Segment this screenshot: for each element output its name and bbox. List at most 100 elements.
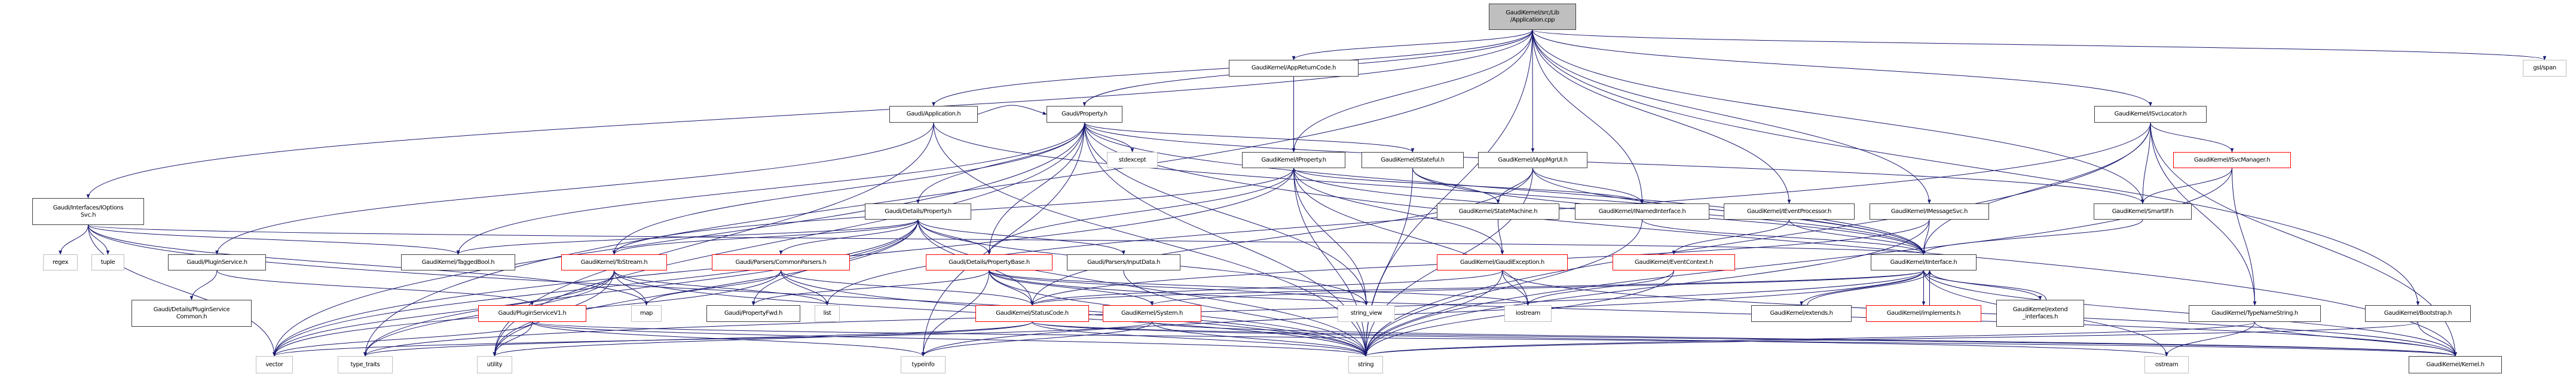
node-iproperty[interactable]: GaudiKernel/IProperty.h <box>1242 152 1345 168</box>
edge-isvcmanager-to-typenamestring <box>2232 168 2257 306</box>
edge-ioptionssvc-to-string <box>88 224 1367 357</box>
edge-system-to-typeinfo <box>921 321 1152 357</box>
node-eventcontext[interactable]: GaudiKernel/EventContext.h <box>1613 254 1735 270</box>
node-vector[interactable]: vector <box>256 356 293 373</box>
edge-root-to-smartif <box>1532 29 2144 204</box>
node-appreturncode[interactable]: GaudiKernel/AppReturnCode.h <box>1229 60 1359 77</box>
edge-root-to-isvclocator <box>1532 29 2152 107</box>
edge-propertybase-to-typeinfo <box>921 270 990 357</box>
edge-isvclocator-to-iinterface <box>1922 122 2151 255</box>
node-iostream[interactable]: iostream <box>1504 305 1552 322</box>
edge-propertybase-to-kernel <box>989 270 2457 357</box>
edge-iinterface-to-typeinfo <box>921 270 1924 357</box>
edge-inamedinterface-to-string <box>1364 219 1642 357</box>
edge-application-to-iinterface <box>933 122 1926 255</box>
node-inamedinterface[interactable]: GaudiKernel/INamedInterface.h <box>1575 203 1709 220</box>
node-istateful[interactable]: GaudiKernel/IStateful.h <box>1362 152 1464 168</box>
node-typenamestring[interactable]: GaudiKernel/TypeNameString.h <box>2189 305 2321 322</box>
node-root[interactable]: GaudiKernel/src/Lib /Application.cpp <box>1489 4 1576 30</box>
edge-propertybase-to-statuscode <box>989 270 1034 306</box>
edge-ioptionssvc-to-iinterface <box>88 224 1925 255</box>
edge-property-to-taggedbool <box>456 122 1085 255</box>
edge-root-to-iproperty <box>1292 29 1533 153</box>
edge-detailsproperty-to-type_traits <box>363 219 919 357</box>
node-pluginservicev1[interactable]: Gaudi/PluginServiceV1.h <box>478 305 586 322</box>
node-isvclocator[interactable]: GaudiKernel/ISvcLocator.h <box>2094 106 2207 123</box>
edge-pluginservicev1-to-kernel <box>532 321 2457 357</box>
edge-detailsproperty-to-vector <box>273 219 919 357</box>
edge-ieventprocessor-to-iinterface <box>1789 219 1926 255</box>
node-smartif[interactable]: GaudiKernel/SmartIF.h <box>2094 203 2192 220</box>
node-tuple[interactable]: tuple <box>91 254 124 270</box>
node-pluginservicecommon[interactable]: Gaudi/Details/PluginService Common.h <box>131 300 252 327</box>
node-string-view[interactable]: string_view <box>1338 305 1395 322</box>
edge-isvclocator-to-smartif <box>2141 122 2151 204</box>
edge-property-to-tostream <box>612 122 1085 255</box>
edge-pluginservicev1-to-string <box>532 321 1367 357</box>
node-propertybase[interactable]: Gaudi/Details/PropertyBase.h <box>926 254 1053 270</box>
node-ieventprocessor[interactable]: GaudiKernel/IEventProcessor.h <box>1724 203 1855 220</box>
node-statuscode[interactable]: GaudiKernel/StatusCode.h <box>975 305 1089 322</box>
node-propertyfwd[interactable]: Gaudi/PropertyFwd.h <box>706 305 800 322</box>
node-pluginservice[interactable]: Gaudi/PluginService.h <box>168 254 266 270</box>
node-isvcmanager[interactable]: GaudiKernel/ISvcManager.h <box>2173 152 2291 168</box>
node-ostream[interactable]: ostream <box>2144 356 2189 373</box>
node-application[interactable]: Gaudi/Application.h <box>889 106 978 123</box>
node-extends[interactable]: GaudiKernel/extends.h <box>1751 305 1852 322</box>
node-stdexcept[interactable]: stdexcept <box>1107 152 1158 168</box>
edge-statuscode-to-string <box>1032 321 1367 357</box>
node-statemachine[interactable]: GaudiKernel/StateMachine.h <box>1437 203 1559 220</box>
edge-detailsproperty-to-inputdata <box>917 219 1125 255</box>
edge-detailsproperty-to-commonparsers <box>779 219 919 255</box>
node-bootstrap[interactable]: GaudiKernel/Bootstrap.h <box>2365 305 2471 322</box>
edge-statuscode-to-ostream <box>1032 321 2168 357</box>
node-ioptionssvc[interactable]: Gaudi/Interfaces/IOptions Svc.h <box>32 198 144 225</box>
node-commonparsers[interactable]: Gaudi/Parsers/CommonParsers.h <box>712 254 850 270</box>
node-regex[interactable]: regex <box>43 254 78 270</box>
edge-iinterface-to-system <box>1150 270 1924 306</box>
node-taggedbool[interactable]: GaudiKernel/TaggedBool.h <box>401 254 515 270</box>
edge-iappmgrui-to-inamedinterface <box>1532 168 1644 204</box>
edge-iproperty-to-string <box>1293 168 1367 357</box>
node-iappmgrui[interactable]: GaudiKernel/IAppMgrUI.h <box>1478 152 1587 168</box>
node-gaudiexception[interactable]: GaudiKernel/GaudiException.h <box>1437 254 1568 270</box>
node-gslspan[interactable]: gsl/span <box>2523 60 2566 77</box>
node-iinterface[interactable]: GaudiKernel/IInterface.h <box>1871 254 1977 270</box>
edge-commonparsers-to-list <box>781 270 829 306</box>
edge-iappmgrui-to-statuscode <box>1030 168 1533 306</box>
edge-iproperty-to-iostream <box>1293 168 1530 306</box>
node-typeinfo[interactable]: typeinfo <box>901 356 946 373</box>
node-imessagesvc[interactable]: GaudiKernel/IMessageSvc.h <box>1870 203 1989 220</box>
edge-tostream-to-map <box>614 270 648 306</box>
node-detailsproperty[interactable]: Gaudi/Details/Property.h <box>865 203 971 220</box>
node-inputdata[interactable]: Gaudi/Parsers/InputData.h <box>1067 254 1180 270</box>
edge-root-to-ioptionssvc <box>86 29 1533 199</box>
node-system[interactable]: GaudiKernel/System.h <box>1103 305 1201 322</box>
node-implements[interactable]: GaudiKernel/implements.h <box>1866 305 1981 322</box>
edge-property-to-iinterface <box>1084 122 1926 255</box>
edge-iproperty-to-propertybase <box>987 168 1294 255</box>
edge-root-to-iappmgrui <box>1531 29 1535 153</box>
edge-istateful-to-statemachine <box>1412 168 1500 204</box>
node-tostream[interactable]: GaudiKernel/ToStream.h <box>561 254 667 270</box>
edge-inamedinterface-to-iinterface <box>1642 219 1926 255</box>
node-map[interactable]: map <box>631 305 662 322</box>
edge-iproperty-to-gaudiexception <box>1293 168 1504 255</box>
node-utility[interactable]: utility <box>477 356 512 373</box>
node-kernel[interactable]: GaudiKernel/Kernel.h <box>2409 356 2502 373</box>
edge-bootstrap-to-kernel <box>2418 321 2457 357</box>
node-type-traits[interactable]: type_traits <box>338 356 393 373</box>
node-extend-interfaces[interactable]: GaudiKernel/extend _interfaces.h <box>1996 300 2084 327</box>
edge-gaudiexception-to-iostream <box>1502 270 1530 306</box>
edge-iproperty-to-string_view <box>1293 168 1368 306</box>
edge-imessagesvc-to-string <box>1364 219 1930 357</box>
edge-commonparsers-to-statuscode <box>781 270 1034 306</box>
node-string[interactable]: string <box>1348 356 1383 373</box>
edge-typenamestring-to-ostream <box>2165 321 2255 357</box>
node-property[interactable]: Gaudi/Property.h <box>1047 106 1122 123</box>
edge-root-to-inamedinterface <box>1532 29 1644 204</box>
edge-iinterface-to-extend_interfaces <box>1923 270 2042 300</box>
node-list[interactable]: list <box>815 305 840 322</box>
edge-inputdata-to-string <box>1123 270 1367 357</box>
